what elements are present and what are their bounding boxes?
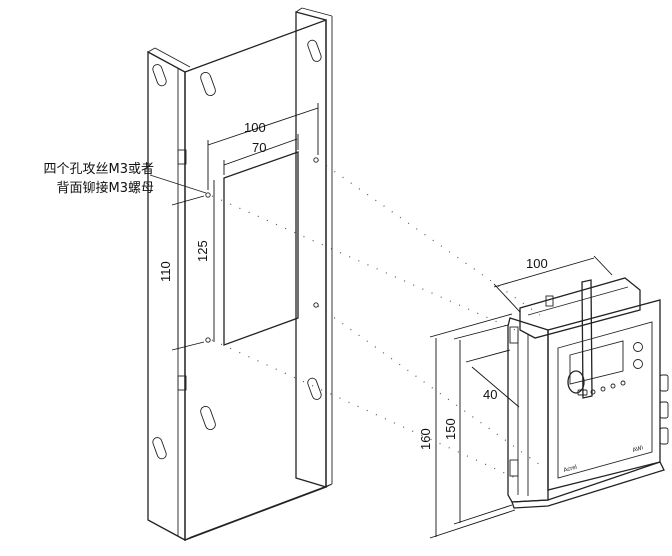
dim-label-70: 70 [252, 140, 266, 155]
device-brand-label: Acrel [563, 465, 578, 474]
button-icon [633, 342, 643, 352]
device-model-label: AWi [632, 445, 644, 454]
device-ear-top [509, 326, 519, 344]
led-icon [610, 383, 616, 389]
antenna [567, 279, 593, 399]
leader-line [149, 174, 207, 194]
dim-label-device-160: 160 [418, 428, 433, 450]
annotation-note: 四个孔攻丝M3或者 背面铆接M3螺母 [4, 160, 155, 198]
device-top-hole [545, 295, 554, 307]
device: Acrel AWi [507, 277, 669, 509]
led-icon [600, 386, 606, 392]
dim-bracket-height-110 [171, 195, 205, 351]
dim-bracket-width-100 [207, 103, 319, 190]
dim-label-device-40: 40 [483, 387, 497, 402]
bracket-cutout [223, 151, 299, 346]
display-window [569, 340, 624, 385]
device-connectors [659, 374, 669, 445]
annotation-line-2: 背面铆接M3螺母 [56, 181, 155, 196]
dim-label-125: 125 [195, 240, 210, 262]
bracket-slots [152, 39, 322, 460]
mounting-holes [205, 157, 319, 343]
dim-label-100: 100 [244, 120, 266, 135]
dim-device-width-100 [493, 255, 613, 313]
bracket-tab-bottom [177, 375, 187, 391]
button-icon [633, 359, 643, 369]
device-ear-bottom [509, 459, 519, 477]
dim-device-height-160 [429, 313, 516, 539]
led-icon [590, 389, 596, 395]
dim-device-depth-40 [465, 349, 520, 408]
mounting-bracket: 100 70 125 110 [147, 7, 333, 542]
dim-label-device-150: 150 [443, 418, 458, 440]
dim-label-110: 110 [158, 261, 173, 282]
dim-device-height-150 [453, 324, 513, 525]
annotation-line-1: 四个孔攻丝M3或者 [43, 162, 155, 177]
projection-lines [211, 159, 541, 481]
led-icon [620, 380, 626, 386]
bracket-tab-top [177, 149, 187, 165]
dim-label-device-100: 100 [526, 256, 548, 271]
dim-bracket-width-70 [223, 134, 299, 175]
